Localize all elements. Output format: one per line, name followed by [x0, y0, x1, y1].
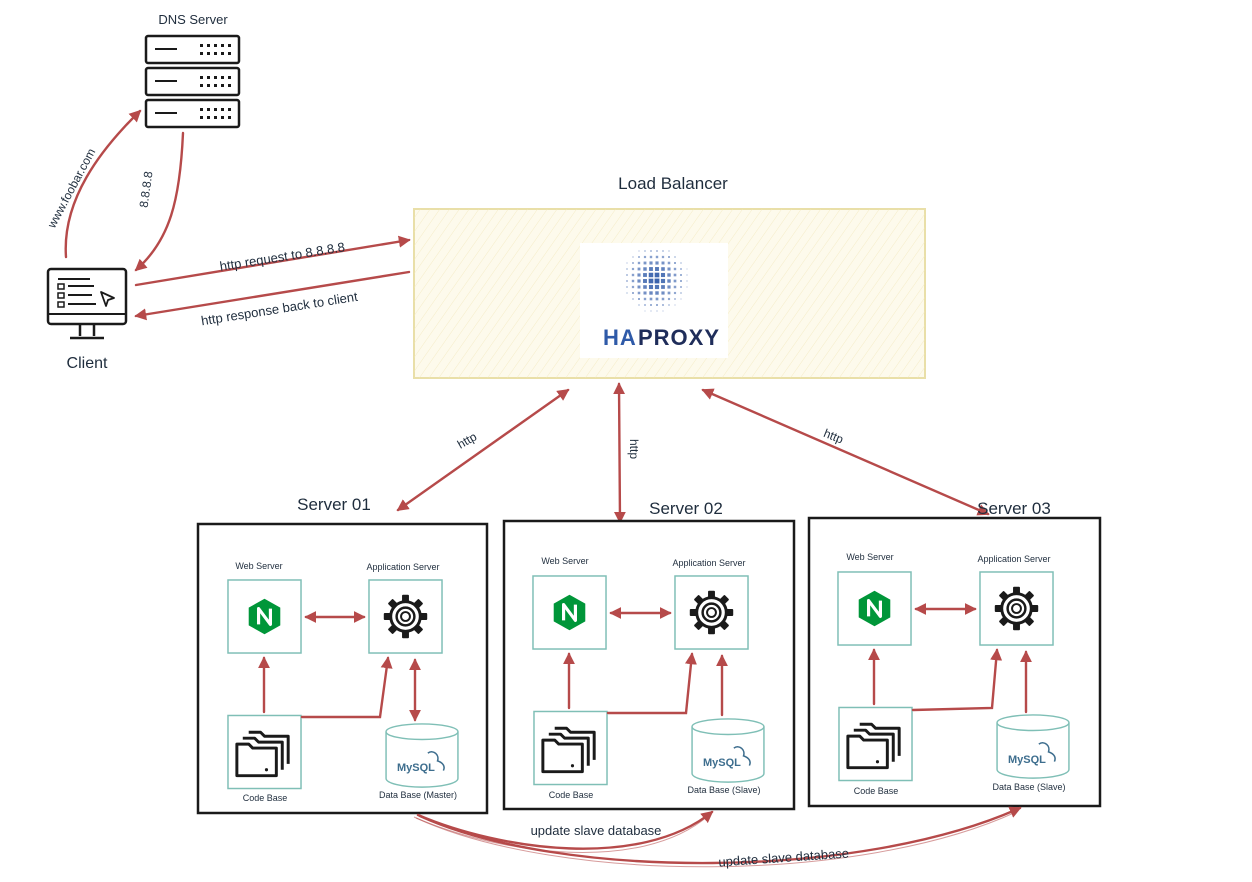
- replication-arrow-server03-echo: [415, 811, 1017, 868]
- folder-icon: [533, 710, 608, 786]
- web-server-label: Web Server: [235, 561, 282, 571]
- load-balancer-label: Load Balancer: [618, 174, 728, 193]
- dns-answer-arrow: [134, 131, 185, 272]
- replication-arrow-server03: [418, 806, 1022, 865]
- code-base-label: Code Base: [549, 790, 594, 800]
- nginx-icon: [532, 574, 607, 651]
- database-label: Data Base (Master): [379, 790, 457, 800]
- folder-icon: [227, 714, 302, 790]
- ip-answer-label: 8.8.8.8: [137, 170, 156, 209]
- http-link-label-1: http: [455, 429, 480, 451]
- folder-icon: [838, 706, 913, 782]
- nginx-icon: [227, 578, 302, 655]
- client-label: Client: [67, 355, 108, 372]
- gear-icon: [979, 570, 1054, 647]
- http-request-label: http request to 8.8.8.8: [219, 239, 346, 274]
- gear-icon: [674, 574, 749, 651]
- http-link-label-2: http: [627, 439, 641, 459]
- server-rack-icon: [144, 34, 241, 129]
- server-title: Server 02: [649, 499, 723, 518]
- database-label: Data Base (Slave): [992, 782, 1065, 792]
- mysql-wordmark: MySQL: [1008, 754, 1046, 766]
- server-title: Server 03: [977, 499, 1051, 518]
- mysql-icon: MySQL: [691, 718, 765, 783]
- haproxy-wordmark-a: HA: [603, 325, 637, 350]
- http-response-arrow: [134, 270, 411, 321]
- server-02: Server 02 Web Server Application Server …: [502, 499, 796, 811]
- haproxy-wordmark-b: PROXY: [638, 325, 720, 350]
- mysql-icon: MySQL: [385, 723, 459, 788]
- code-base-label: Code Base: [243, 793, 288, 803]
- lb-server01-arrow: [396, 388, 570, 512]
- code-app-arrow: [911, 648, 1003, 712]
- app-server-label: Application Server: [672, 558, 745, 568]
- replication-label-1: update slave database: [531, 823, 662, 838]
- gear-icon: [368, 578, 443, 655]
- web-server-label: Web Server: [846, 552, 893, 562]
- dns-query-arrow: [64, 109, 142, 259]
- server-title: Server 01: [297, 495, 371, 514]
- code-app-arrow: [606, 652, 697, 715]
- database-label: Data Base (Slave): [687, 785, 760, 795]
- server-01: Server 01 Web Server Application Server …: [196, 495, 489, 815]
- dns-server-label: DNS Server: [158, 12, 228, 27]
- http-request-arrow: [134, 235, 411, 287]
- mysql-wordmark: MySQL: [703, 757, 741, 769]
- http-response-label: http response back to client: [200, 289, 359, 329]
- web-server-label: Web Server: [541, 556, 588, 566]
- mysql-icon: MySQL: [996, 714, 1070, 779]
- monitor-icon: [46, 267, 128, 340]
- code-app-arrow: [300, 656, 393, 719]
- domain-query-label: www.foobar.com: [44, 146, 98, 231]
- replication-label-2: update slave database: [718, 845, 850, 869]
- mysql-wordmark: MySQL: [397, 762, 435, 774]
- server-03: Server 03 Web Server Application Server …: [807, 499, 1102, 808]
- lb-server03-arrow: [701, 388, 990, 516]
- nginx-icon: [837, 570, 912, 647]
- haproxy-logo: HA PROXY: [580, 243, 728, 358]
- code-base-label: Code Base: [854, 786, 899, 796]
- replication-arrow-server02-echo: [413, 815, 709, 853]
- app-server-label: Application Server: [977, 554, 1050, 564]
- lb-server02-arrow: [613, 382, 626, 524]
- app-server-label: Application Server: [366, 562, 439, 572]
